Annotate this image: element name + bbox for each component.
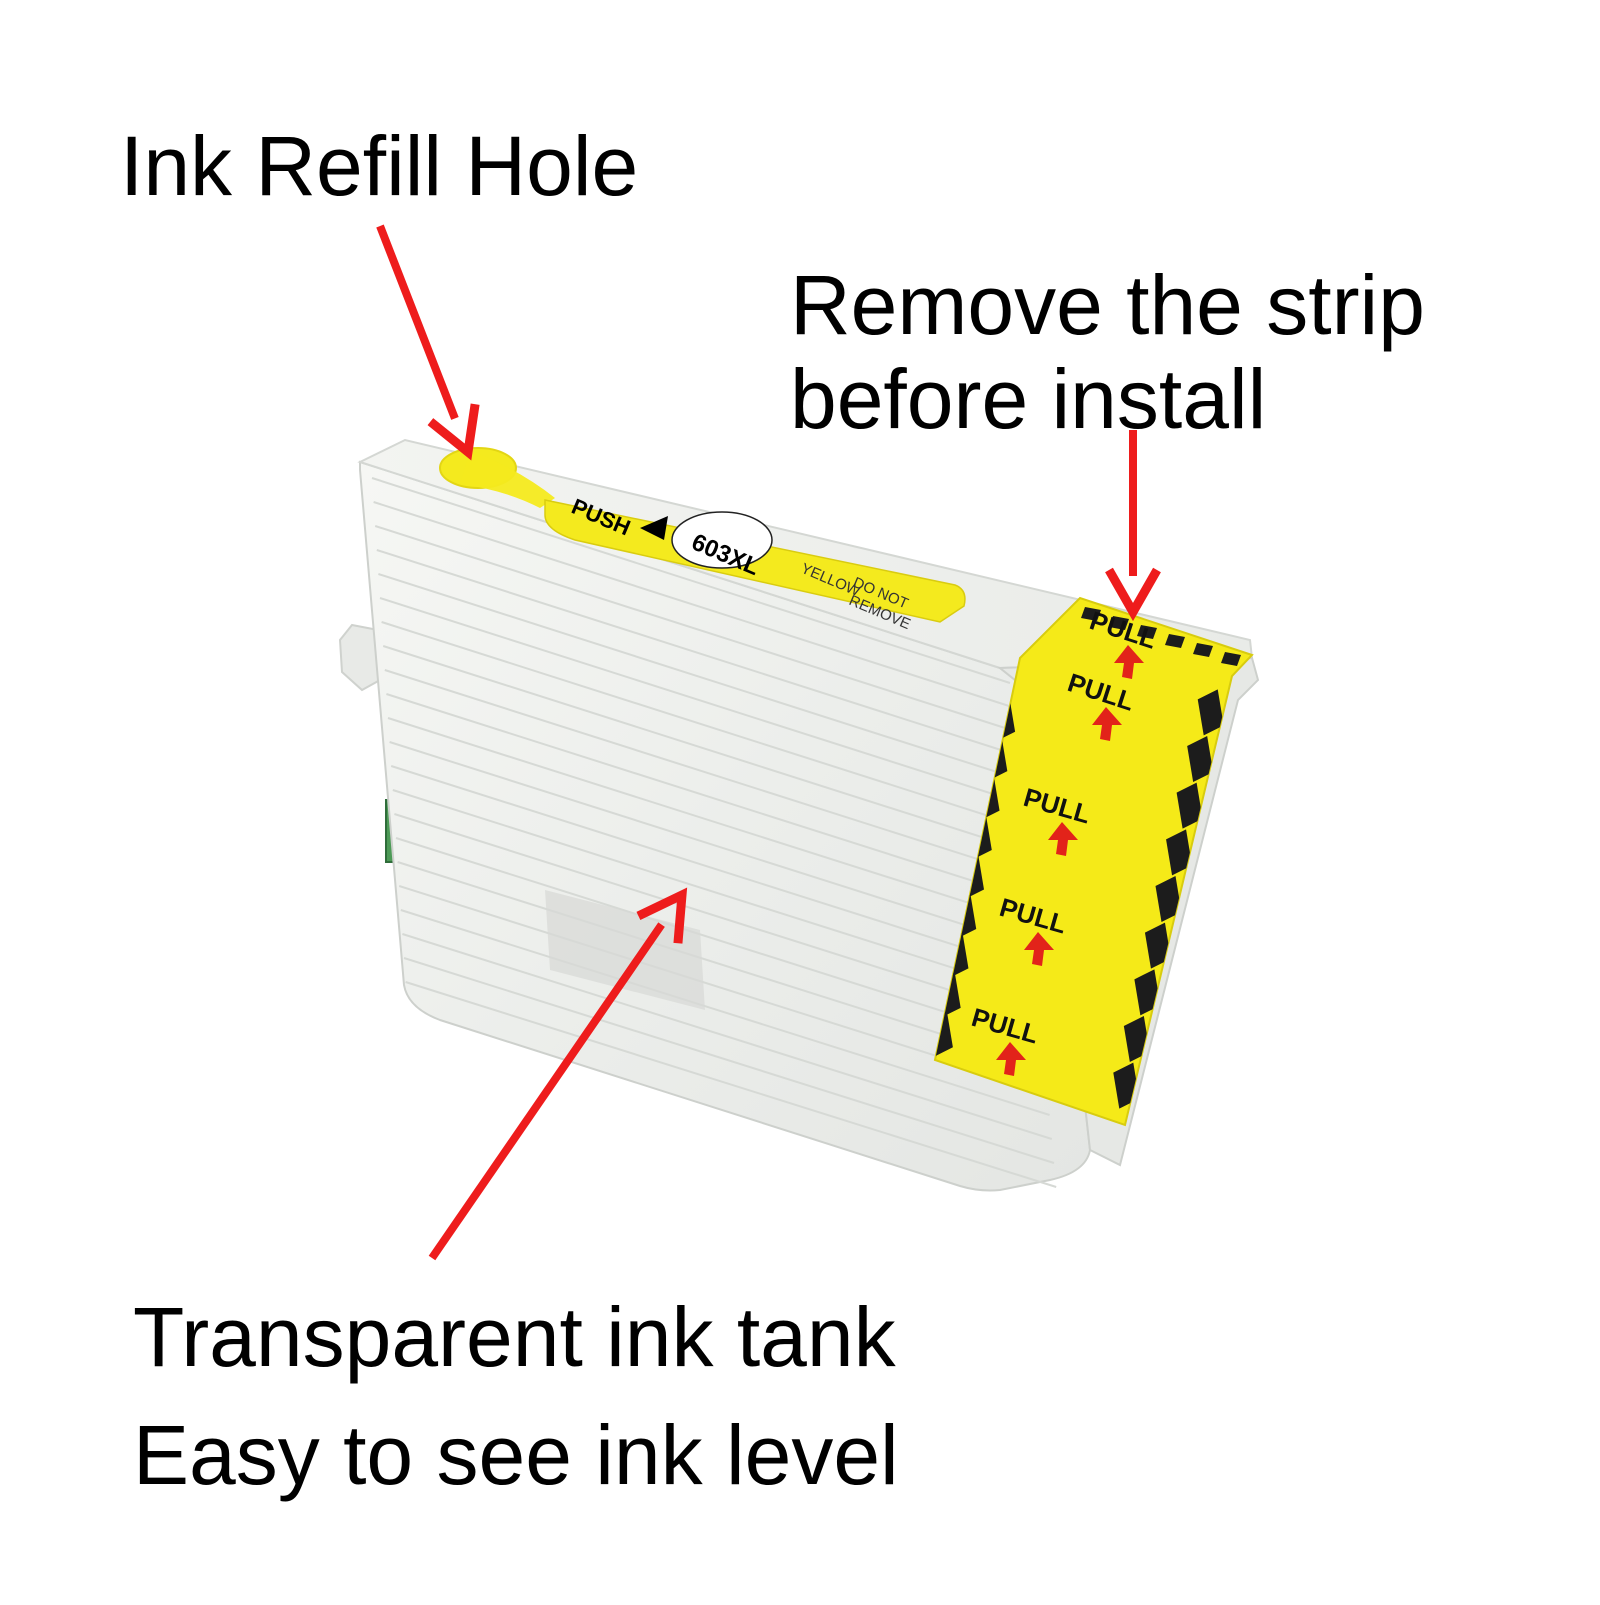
strip-hazard-mark (1193, 643, 1213, 657)
tank-ridge (390, 765, 1037, 972)
tank-ridge (371, 477, 1011, 684)
strip-hazard-mark (1166, 829, 1193, 876)
strip-hazard-mark (1176, 782, 1203, 829)
tank-ridge (374, 525, 1015, 732)
tank-ridge (387, 717, 1033, 924)
tank-ridge (395, 837, 1044, 1044)
tank-ridge (379, 597, 1022, 804)
tank-ridge (389, 741, 1035, 948)
strip-hazard-mark (1221, 652, 1241, 666)
pull-arrow-icon (996, 1042, 1026, 1076)
tank-line2: Easy to see ink level (133, 1408, 899, 1502)
strip-hazard-mark (1165, 634, 1185, 648)
tank-ridge (378, 573, 1020, 780)
pull-arrow-icon (1092, 707, 1122, 741)
tank-ridge (397, 861, 1046, 1068)
strip-hazard-mark (1155, 876, 1182, 922)
refill-hole-text: Ink Refill Hole (120, 119, 639, 213)
tank-ridge (384, 669, 1028, 876)
strip-arrow-head (1105, 567, 1161, 622)
tank-ridge (386, 693, 1031, 900)
tank-ridge (400, 909, 1050, 1116)
tank-ridge (382, 645, 1026, 852)
strip-hazard-mark (1081, 607, 1101, 621)
tank-arrow-head (636, 887, 688, 944)
tank-ridge (394, 813, 1042, 1020)
tank-ridge (373, 501, 1013, 708)
tank-arrow-shaft (428, 922, 665, 1261)
tank-ridge (392, 789, 1039, 996)
strip-hazard-mark (1144, 922, 1171, 969)
strip-hazard-mark (1187, 736, 1214, 782)
remove-strip-line1: Remove the strip (790, 258, 1425, 352)
model-badge (671, 511, 773, 569)
tank-callout: Transparent ink tank Easy to see ink lev… (133, 1278, 899, 1514)
push-arrow-icon (640, 516, 668, 540)
tank-ridge (405, 981, 1057, 1188)
strip-hazard-mark (1137, 625, 1157, 639)
pull-arrow-icon (1024, 932, 1054, 966)
strip-hazard-mark (1197, 689, 1224, 736)
refill-plug-tail (460, 450, 555, 508)
tank-line1: Transparent ink tank (133, 1290, 896, 1384)
tank-ridge (403, 957, 1055, 1164)
tank-ridges (371, 477, 1057, 1188)
tank-ridge (376, 549, 1017, 756)
callout-arrows (376, 224, 1161, 1261)
remove-strip-line2: before install (790, 352, 1267, 446)
pull-arrow-icon (1114, 645, 1144, 679)
tank-ridge (381, 621, 1024, 828)
remove-strip-callout: Remove the strip before install (790, 258, 1425, 446)
refill-arrow-shaft (376, 224, 459, 420)
tank-ridge (402, 933, 1053, 1140)
refill-hole-callout: Ink Refill Hole (120, 118, 638, 214)
ink-window (545, 890, 705, 1010)
refill-arrow-head (427, 403, 480, 461)
strip-hazard-mark (1109, 616, 1129, 630)
pull-arrow-icon (1048, 822, 1078, 856)
